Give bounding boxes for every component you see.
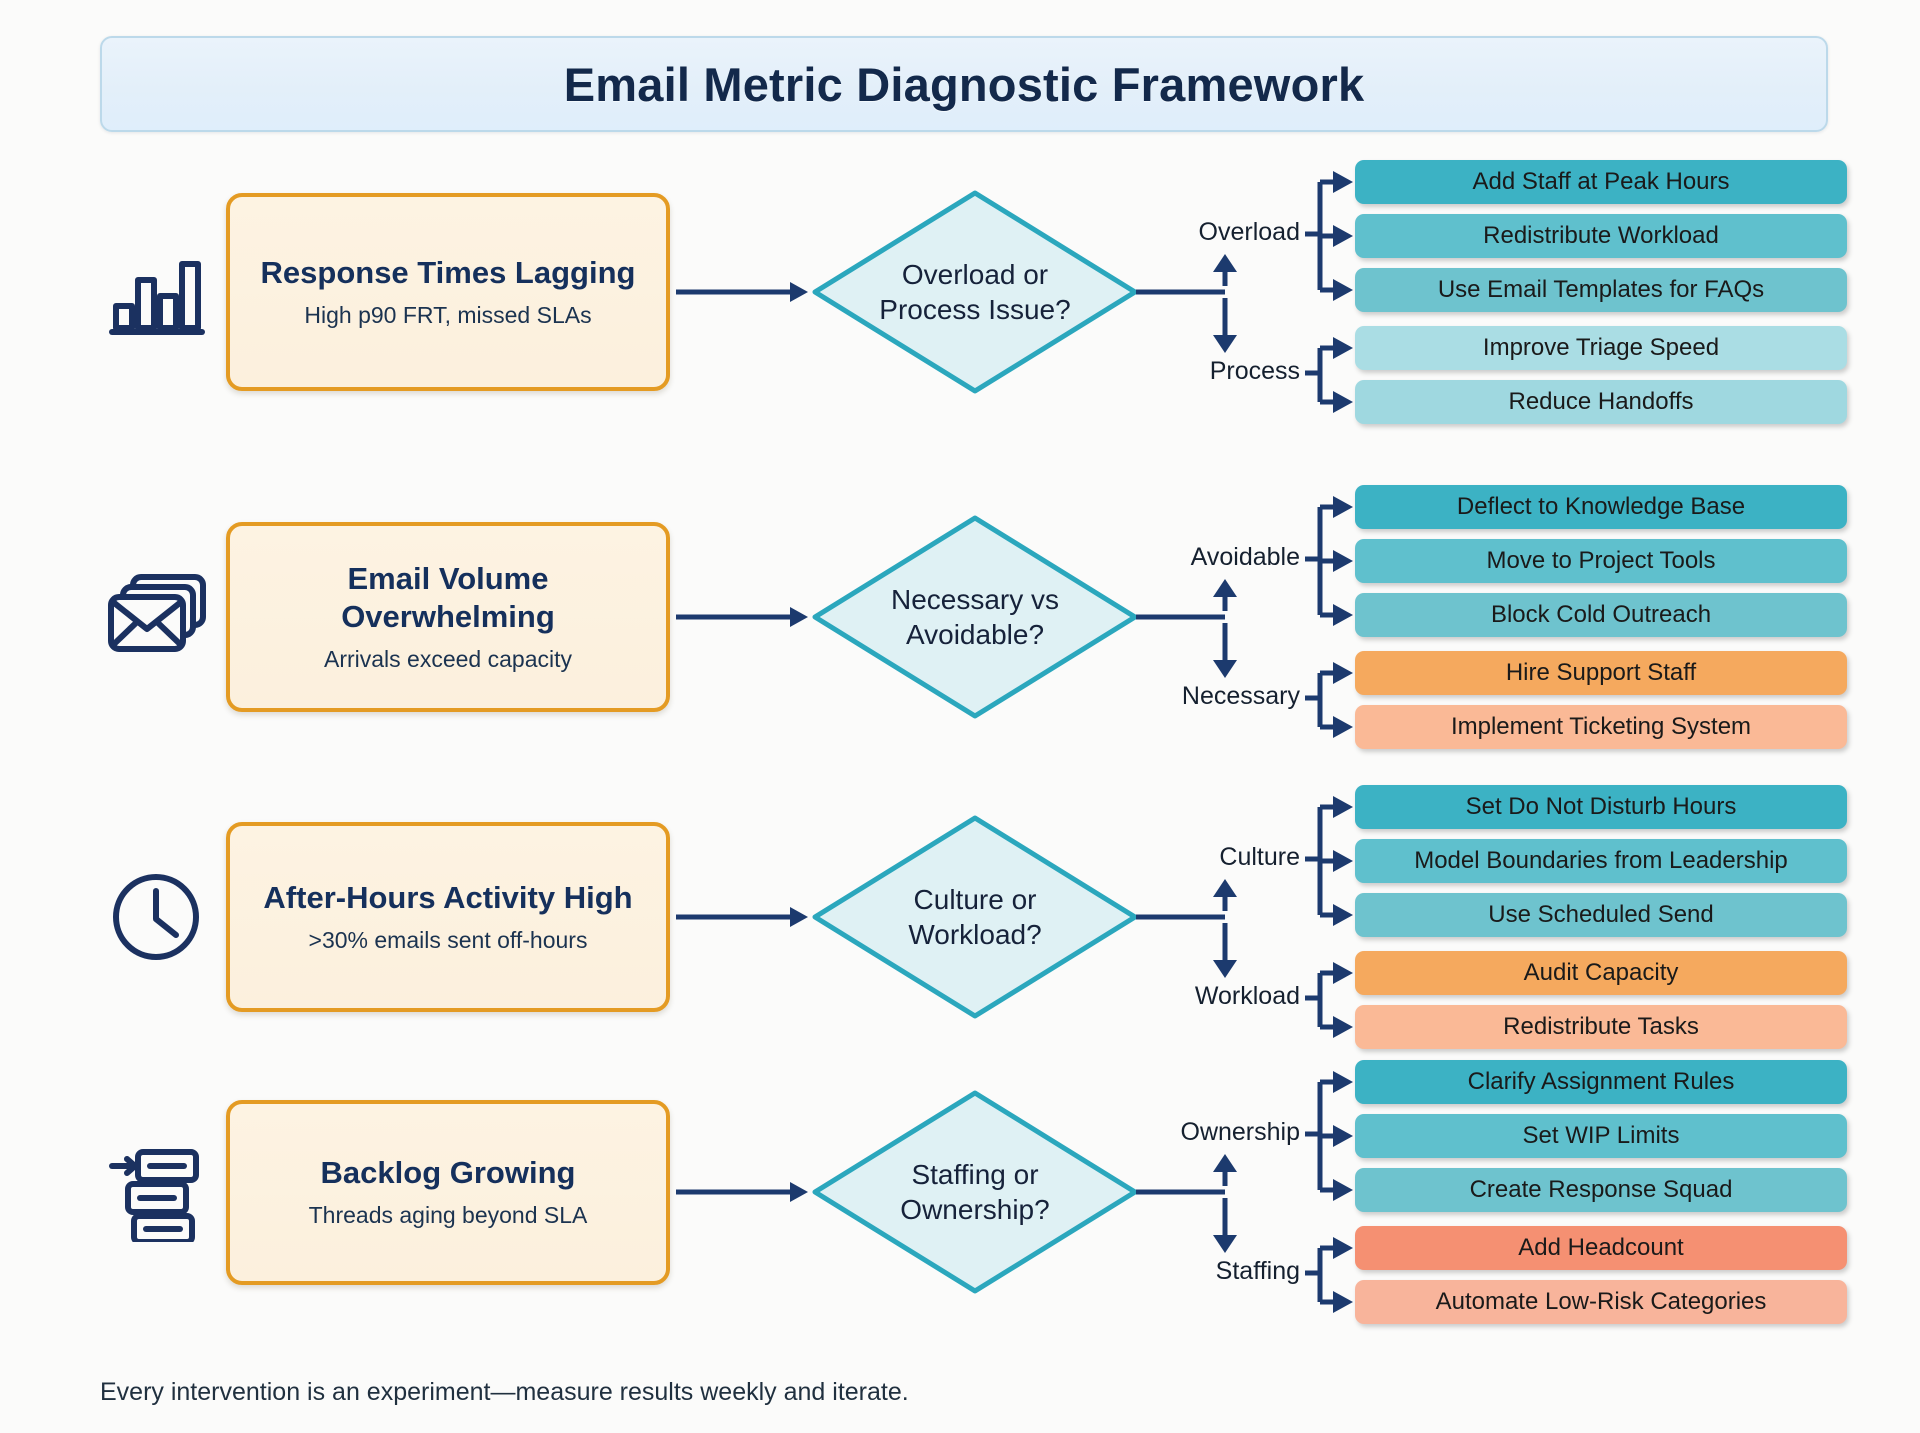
action-pill[interactable]: Use Scheduled Send <box>1355 893 1847 937</box>
bar-chart-icon <box>96 232 216 352</box>
branch-label: Ownership <box>1180 1118 1301 1146</box>
action-pill[interactable]: Hire Support Staff <box>1355 651 1847 695</box>
problem-subtitle: >30% emails sent off-hours <box>308 927 588 954</box>
action-pill[interactable]: Audit Capacity <box>1355 951 1847 995</box>
action-pill[interactable]: Move to Project Tools <box>1355 539 1847 583</box>
page-title: Email Metric Diagnostic Framework <box>563 57 1365 111</box>
action-pill[interactable]: Create Response Squad <box>1355 1168 1847 1212</box>
branch-label: Overload <box>1198 218 1300 246</box>
branch-label: Culture <box>1219 843 1300 871</box>
envelope-stack-icon <box>96 557 216 677</box>
clock-icon <box>96 857 216 977</box>
arrow-card-to-decision <box>676 907 808 927</box>
action-pill[interactable]: Implement Ticketing System <box>1355 705 1847 749</box>
problem-subtitle: Threads aging beyond SLA <box>308 1202 588 1229</box>
action-pill[interactable]: Improve Triage Speed <box>1355 326 1847 370</box>
branch-label: Process <box>1209 357 1300 385</box>
problem-title: After-Hours Activity High <box>263 880 633 916</box>
action-pill[interactable]: Block Cold Outreach <box>1355 593 1847 637</box>
action-pill[interactable]: Deflect to Knowledge Base <box>1355 485 1847 529</box>
problem-card[interactable]: After-Hours Activity High >30% emails sen… <box>226 822 670 1012</box>
problem-title: Email Volume Overwhelming <box>341 561 555 635</box>
problem-title: Response Times Lagging <box>260 255 636 291</box>
arrow-card-to-decision <box>676 282 808 302</box>
action-pill[interactable]: Add Headcount <box>1355 1226 1847 1270</box>
branch-label: Avoidable <box>1190 543 1300 571</box>
action-pill[interactable]: Redistribute Tasks <box>1355 1005 1847 1049</box>
action-pill[interactable]: Set Do Not Disturb Hours <box>1355 785 1847 829</box>
action-pill[interactable]: Reduce Handoffs <box>1355 380 1847 424</box>
problem-title: Backlog Growing <box>320 1155 576 1191</box>
page-title-bar: Email Metric Diagnostic Framework <box>100 36 1828 132</box>
action-pill[interactable]: Automate Low-Risk Categories <box>1355 1280 1847 1324</box>
branch-label: Workload <box>1194 982 1300 1010</box>
action-pill[interactable]: Use Email Templates for FAQs <box>1355 268 1847 312</box>
arrow-card-to-decision <box>676 607 808 627</box>
branch-label: Staffing <box>1215 1257 1300 1285</box>
action-pill[interactable]: Clarify Assignment Rules <box>1355 1060 1847 1104</box>
arrow-card-to-decision <box>676 1182 808 1202</box>
action-pill[interactable]: Redistribute Workload <box>1355 214 1847 258</box>
action-pill[interactable]: Model Boundaries from Leadership <box>1355 839 1847 883</box>
action-pill[interactable]: Set WIP Limits <box>1355 1114 1847 1158</box>
problem-subtitle: High p90 FRT, missed SLAs <box>304 302 592 329</box>
branch-label: Necessary <box>1181 682 1300 710</box>
footer-note: Every intervention is an experiment—meas… <box>100 1378 909 1406</box>
action-pill[interactable]: Add Staff at Peak Hours <box>1355 160 1847 204</box>
problem-subtitle: Arrivals exceed capacity <box>324 646 572 673</box>
backlog-icon <box>96 1132 216 1252</box>
